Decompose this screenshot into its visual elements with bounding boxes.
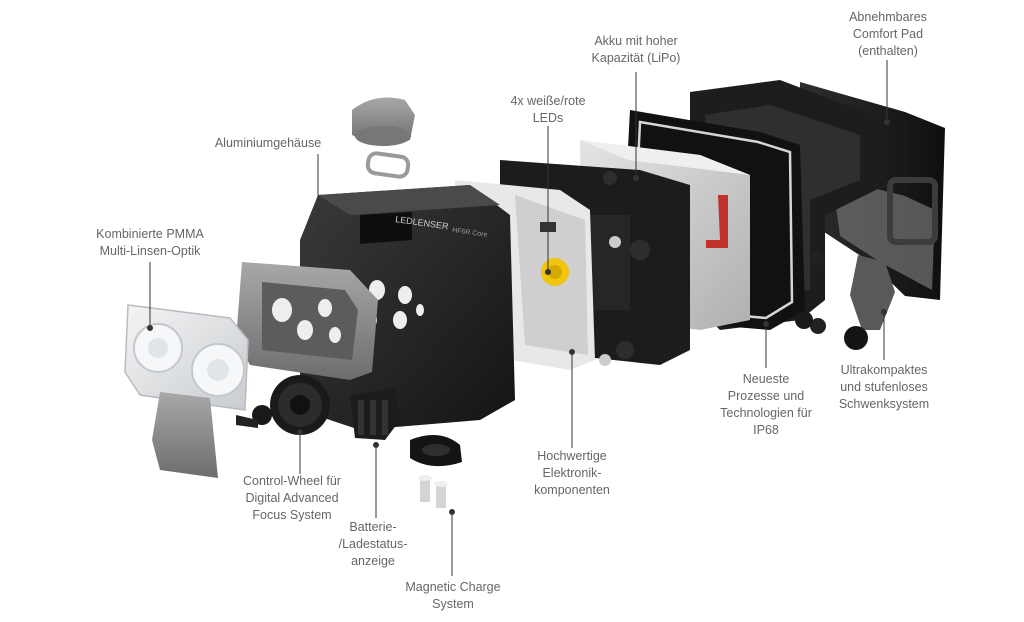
label-leds: 4x weiße/rote LEDs xyxy=(510,94,586,125)
label-ladestatus: Batterie- /Ladestatus- anzeige xyxy=(338,520,408,568)
label-gehaeuse: Aluminiumgehäuse xyxy=(214,136,322,150)
top-cap xyxy=(352,97,415,179)
swivel-plug xyxy=(844,326,868,350)
front-bezel xyxy=(236,262,378,380)
label-comfort-pad: Abnehmbares Comfort Pad (enthalten) xyxy=(849,10,927,58)
side-cover xyxy=(152,392,218,478)
status-indicator xyxy=(350,388,400,440)
label-akku: Akku mit hoher Kapazität (LiPo) xyxy=(591,34,681,65)
magnetic-charge-parts xyxy=(410,435,462,508)
label-magnetic: Magnetic Charge System xyxy=(405,580,501,611)
label-control-wheel: Control-Wheel für Digital Advanced Focus… xyxy=(243,474,341,522)
lens-optic xyxy=(124,304,249,411)
label-ip68: Neueste Prozesse und Technologien für IP… xyxy=(720,372,812,437)
leader-lines xyxy=(147,60,890,576)
label-optik: Kombinierte PMMA Multi-Linsen-Optik xyxy=(96,227,204,258)
model-text: HF6R Core xyxy=(452,227,488,239)
label-schwenk: Ultrakompaktes und stufenloses Schwenksy… xyxy=(838,363,930,411)
control-wheel xyxy=(236,375,330,435)
label-elektronik: Hochwertige Elektronik- komponenten xyxy=(534,449,610,497)
